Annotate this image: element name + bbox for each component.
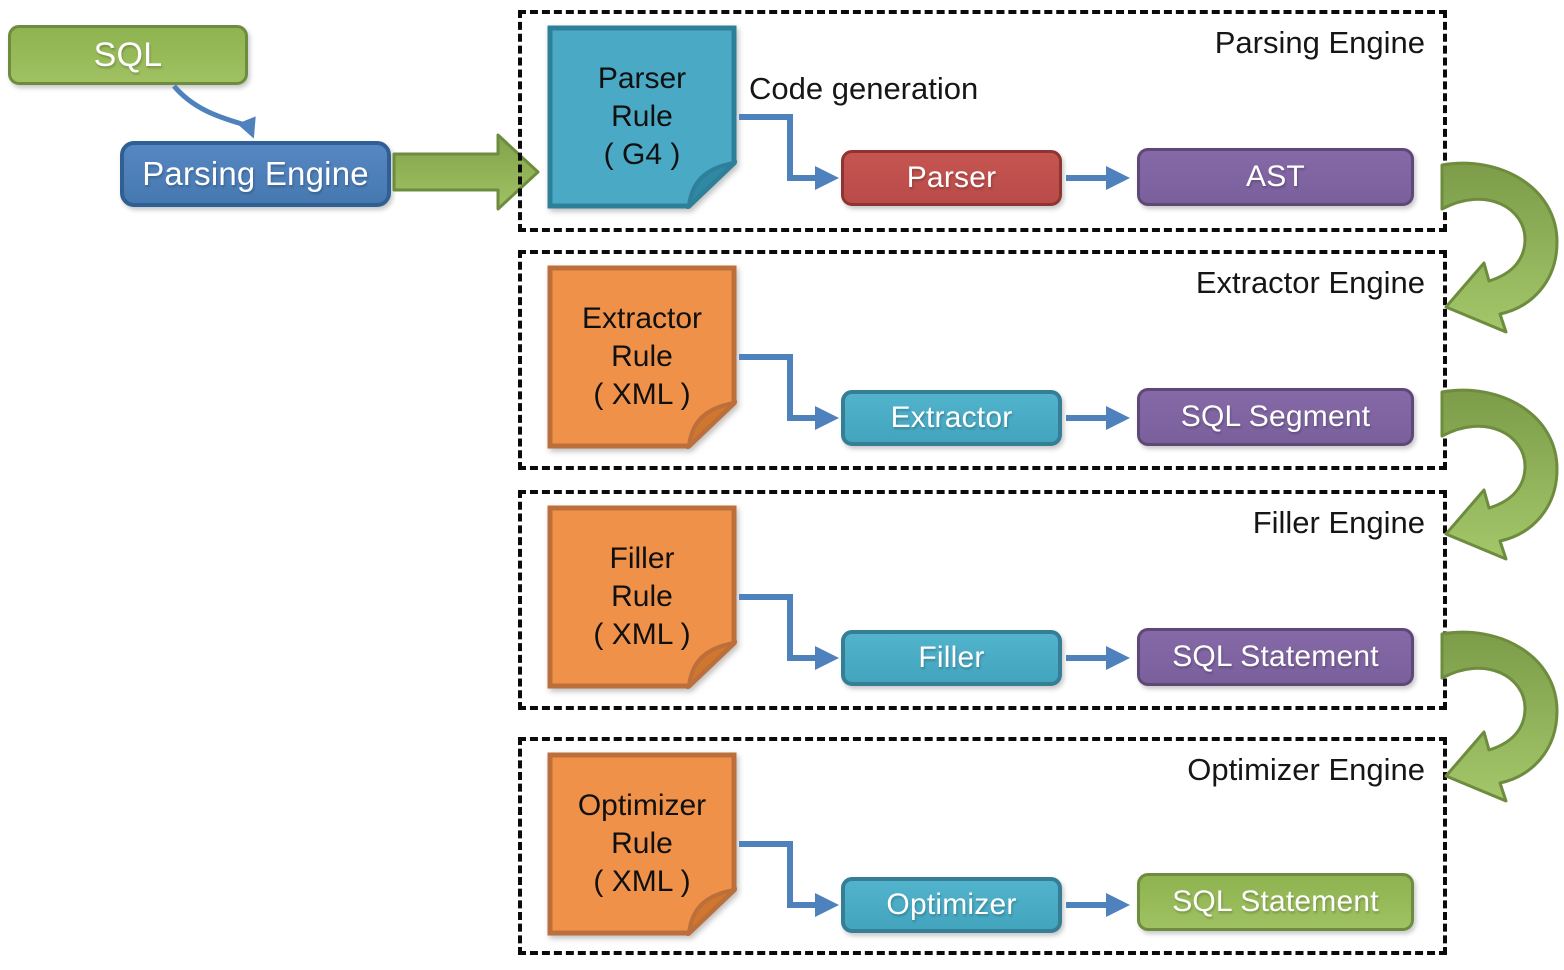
- output-box-sql-statement: SQL Statement: [1137, 628, 1414, 686]
- engine-transition-arrow-3: [1440, 630, 1559, 803]
- engine-title: Parsing Engine: [1214, 25, 1425, 60]
- sql-to-parsing-engine-arrow: [172, 84, 256, 139]
- note-line-1: Filler: [609, 542, 675, 575]
- extractor-rule-note: Extractor Rule ( XML ): [547, 265, 737, 449]
- note-line-3: ( XML ): [593, 618, 691, 651]
- note-text: Extractor Rule ( XML ): [547, 265, 737, 449]
- sql-input-label: SQL: [93, 35, 163, 74]
- parser-rule-note: Parser Rule ( G4 ): [547, 25, 737, 209]
- note-line-1: Optimizer: [577, 789, 707, 822]
- optimizer-rule-note: Optimizer Rule ( XML ): [547, 752, 737, 936]
- rule-to-processor-arrow: [739, 114, 839, 190]
- note-shape: [547, 25, 737, 209]
- processor-box-parser: Parser: [841, 150, 1062, 206]
- note-shape: [547, 752, 737, 936]
- engine-panel-parsing: Parsing Engine Parser Rule ( G4 ) Code g…: [518, 10, 1447, 232]
- note-line-1: Extractor: [581, 302, 703, 335]
- sql-input-box: SQL: [8, 25, 248, 85]
- processor-label: Optimizer: [886, 888, 1017, 921]
- code-generation-label: Code generation: [749, 71, 979, 106]
- processor-label: Extractor: [890, 401, 1013, 434]
- processor-label: Filler: [918, 641, 985, 674]
- note-line-3: ( XML ): [593, 865, 691, 898]
- note-shape: [547, 265, 737, 449]
- note-shape: [547, 505, 737, 689]
- output-label: SQL Statement: [1172, 885, 1379, 918]
- processor-to-output-arrow: [1066, 166, 1130, 190]
- processor-box-optimizer: Optimizer: [841, 877, 1062, 933]
- note-line-2: Rule: [611, 827, 673, 860]
- engine-panel-optimizer: Optimizer Engine Optimizer Rule ( XML ) …: [518, 737, 1447, 955]
- output-label: SQL Statement: [1172, 640, 1379, 673]
- engine-title: Optimizer Engine: [1187, 752, 1425, 787]
- note-line-3: ( XML ): [593, 378, 691, 411]
- engine-panel-filler: Filler Engine Filler Rule ( XML ) Filler…: [518, 490, 1447, 710]
- note-line-2: Rule: [611, 580, 673, 613]
- processor-to-output-arrow: [1066, 406, 1130, 430]
- note-text: Parser Rule ( G4 ): [547, 25, 737, 209]
- output-box-ast: AST: [1137, 148, 1414, 206]
- note-text: Filler Rule ( XML ): [547, 505, 737, 689]
- engine-panel-extractor: Extractor Engine Extractor Rule ( XML ) …: [518, 250, 1447, 470]
- engine-title: Filler Engine: [1252, 505, 1425, 540]
- note-line-2: Rule: [611, 100, 673, 133]
- note-text: Optimizer Rule ( XML ): [547, 752, 737, 936]
- note-line-1: Parser: [597, 62, 687, 95]
- processor-box-filler: Filler: [841, 630, 1062, 686]
- note-line-3: ( G4 ): [603, 138, 681, 171]
- processor-to-output-arrow: [1066, 893, 1130, 917]
- filler-rule-note: Filler Rule ( XML ): [547, 505, 737, 689]
- processor-label: Parser: [906, 161, 997, 194]
- processor-box-extractor: Extractor: [841, 390, 1062, 446]
- engine-title: Extractor Engine: [1195, 265, 1425, 300]
- output-box-sql-statement-final: SQL Statement: [1137, 873, 1414, 931]
- parsing-engine-dispatcher-label: Parsing Engine: [142, 155, 369, 192]
- engine-transition-arrow-1: [1440, 161, 1559, 334]
- engine-transition-arrow-2: [1440, 388, 1559, 561]
- rule-to-processor-arrow: [739, 594, 839, 670]
- processor-to-output-arrow: [1066, 646, 1130, 670]
- parsing-engine-dispatcher-box: Parsing Engine: [120, 141, 391, 207]
- rule-to-processor-arrow: [739, 841, 839, 917]
- output-label: AST: [1246, 160, 1305, 193]
- output-box-sql-segment: SQL Segment: [1137, 388, 1414, 446]
- output-label: SQL Segment: [1180, 400, 1371, 433]
- rule-to-processor-arrow: [739, 354, 839, 430]
- note-line-2: Rule: [611, 340, 673, 373]
